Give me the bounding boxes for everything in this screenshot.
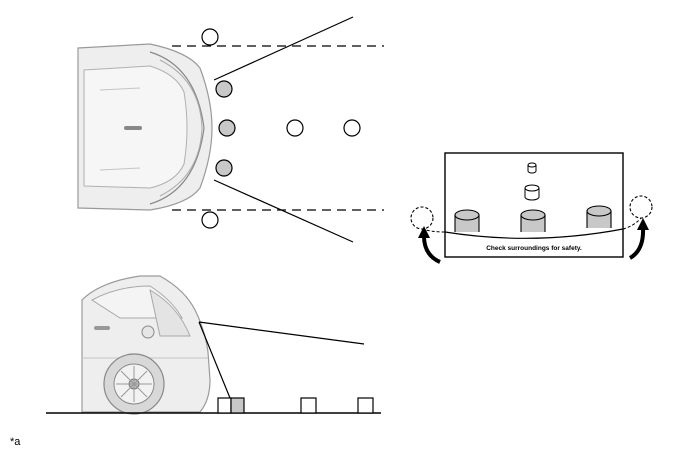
monitor-marker-near-right (586, 205, 612, 228)
marker-mid-center (286, 119, 304, 137)
fov-lower-line (213, 179, 354, 243)
monitor-marker-near-left (454, 209, 480, 232)
side-marker-mid (300, 397, 317, 414)
side-view-lower-line (198, 321, 231, 399)
marker-near-center (218, 119, 236, 137)
vehicle-side-view (81, 275, 211, 415)
monitor-offscreen-marker-left (410, 206, 434, 230)
dashed-extension-right (622, 217, 642, 230)
side-marker-far (357, 397, 374, 414)
marker-near-top (215, 80, 233, 98)
marker-outer-top (201, 28, 219, 46)
marker-near-bottom (215, 159, 233, 177)
monitor-marker-far (527, 162, 537, 174)
monitor-marker-near-center (520, 209, 546, 232)
monitor-marker-mid (524, 184, 540, 201)
curved-arrow-left-icon (418, 226, 441, 264)
footnote-label: *a (10, 436, 21, 448)
monitor-offscreen-marker-right (629, 195, 653, 219)
curved-arrow-right-icon (628, 218, 649, 260)
side-view-upper-line (198, 321, 365, 345)
side-marker-near (217, 397, 245, 414)
monitor-display: Check surroundings for safety. (444, 152, 624, 258)
bumper-guide-curve (444, 228, 624, 239)
marker-outer-bottom (201, 211, 219, 229)
marker-far-center (343, 119, 361, 137)
vehicle-top-view (77, 43, 213, 211)
monitor-caption: Check surroundings for safety. (486, 245, 582, 252)
fov-upper-line (213, 16, 354, 81)
